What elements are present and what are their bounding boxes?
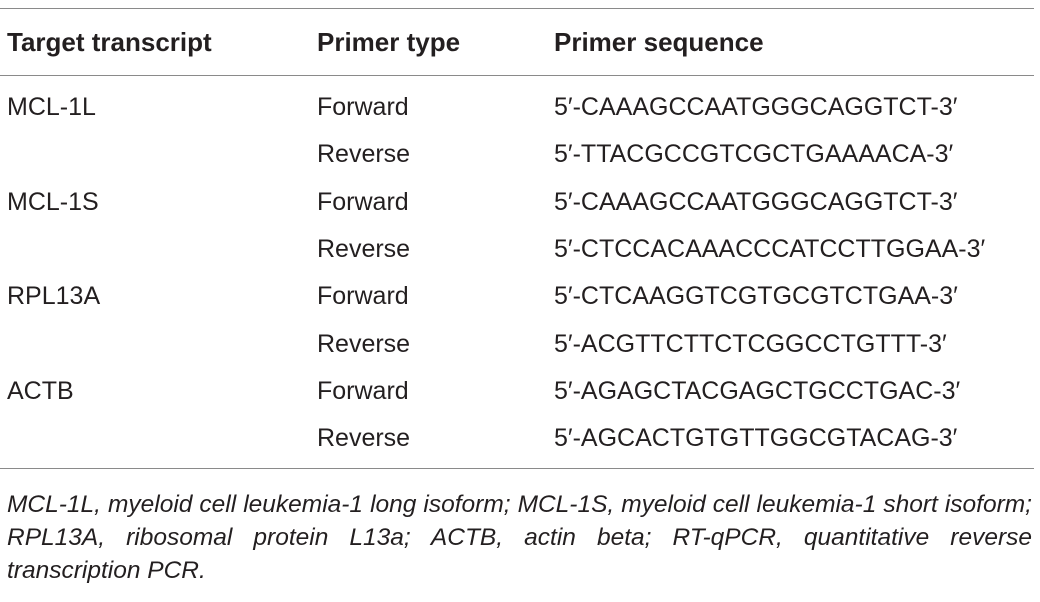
cell-primer-sequence: 5′-TTACGCCGTCGCTGAAAACA-3′ — [554, 140, 954, 169]
table-row: Reverse 5′-ACGTTCTTCTCGGCCTGTTT-3′ — [0, 320, 1034, 367]
table-row: ACTB Forward 5′-AGAGCTACGAGCTGCCTGAC-3′ — [0, 368, 1034, 415]
cell-primer-type: Forward — [317, 93, 409, 122]
cell-primer-sequence: 5′-AGAGCTACGAGCTGCCTGAC-3′ — [554, 376, 961, 405]
table-row: Reverse 5′-TTACGCCGTCGCTGAAAACA-3′ — [0, 131, 1034, 178]
cell-target-transcript: ACTB — [7, 376, 74, 405]
cell-primer-type: Reverse — [317, 235, 411, 264]
header-primer-sequence: Primer sequence — [554, 26, 764, 57]
table-body: MCL-1L Forward 5′-CAAAGCCAATGGGCAGGTCT-3… — [0, 76, 1034, 469]
cell-target-transcript — [0, 226, 317, 273]
header-row: Target transcript Primer type Primer seq… — [0, 8, 1034, 76]
header-target-transcript: Target transcript — [7, 26, 212, 57]
cell-target-transcript: MCL-1L — [7, 93, 96, 122]
cell-primer-type: Reverse — [317, 329, 411, 358]
table-row: Reverse 5′-CTCCACAAACCCATCCTTGGAA-3′ — [0, 226, 1034, 273]
cell-primer-type: Reverse — [317, 424, 411, 453]
cell-primer-type: Reverse — [317, 140, 411, 169]
cell-target-transcript: MCL-1S — [7, 187, 99, 216]
table-row: MCL-1S Forward 5′-CAAAGCCAATGGGCAGGTCT-3… — [0, 179, 1034, 226]
cell-primer-sequence: 5′-CTCCACAAACCCATCCTTGGAA-3′ — [554, 235, 986, 264]
table-row: Reverse 5′-AGCACTGTGTTGGCGTACAG-3′ — [0, 415, 1034, 469]
cell-target-transcript — [0, 415, 317, 469]
primer-table: Target transcript Primer type Primer seq… — [0, 8, 1034, 469]
cell-primer-sequence: 5′-AGCACTGTGTTGGCGTACAG-3′ — [554, 424, 958, 453]
table-row: MCL-1L Forward 5′-CAAAGCCAATGGGCAGGTCT-3… — [0, 76, 1034, 132]
cell-target-transcript: RPL13A — [7, 282, 101, 311]
header-primer-type: Primer type — [317, 26, 461, 57]
cell-primer-type: Forward — [317, 376, 409, 405]
table-row: RPL13A Forward 5′-CTCAAGGTCGTGCGTCTGAA-3… — [0, 273, 1034, 320]
cell-primer-sequence: 5′-ACGTTCTTCTCGGCCTGTTT-3′ — [554, 329, 947, 358]
cell-primer-sequence: 5′-CTCAAGGTCGTGCGTCTGAA-3′ — [554, 282, 958, 311]
cell-primer-type: Forward — [317, 282, 409, 311]
cell-primer-sequence: 5′-CAAAGCCAATGGGCAGGTCT-3′ — [554, 187, 958, 216]
cell-target-transcript — [0, 320, 317, 367]
cell-primer-sequence: 5′-CAAAGCCAATGGGCAGGTCT-3′ — [554, 93, 958, 122]
table-footnote: MCL-1L, myeloid cell leukemia-1 long iso… — [7, 491, 1032, 584]
table-header: Target transcript Primer type Primer seq… — [0, 8, 1034, 76]
cell-target-transcript — [0, 131, 317, 178]
cell-primer-type: Forward — [317, 187, 409, 216]
